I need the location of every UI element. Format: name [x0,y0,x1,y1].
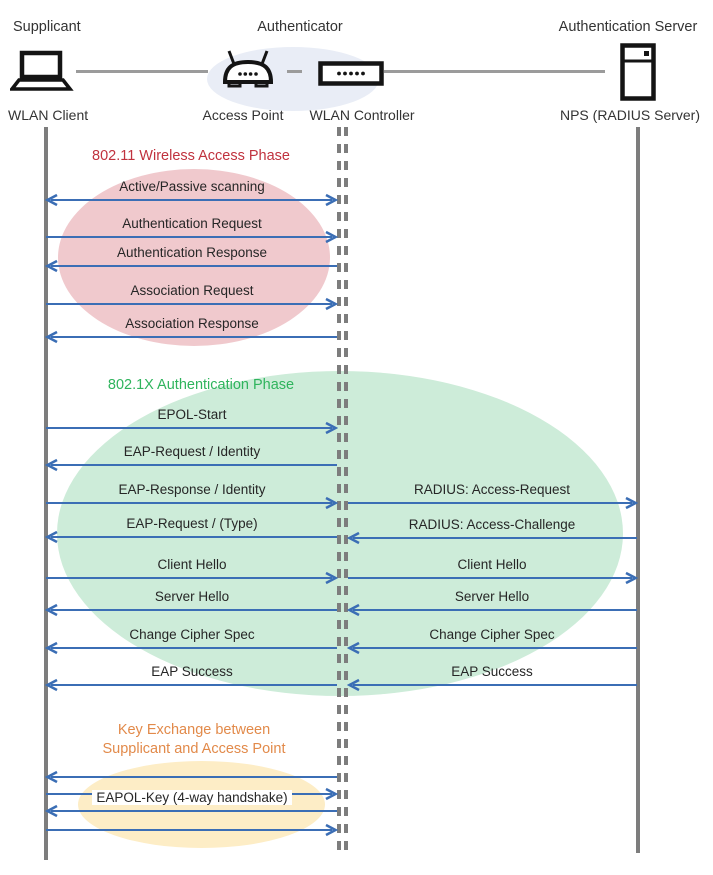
laptop-icon [10,50,74,91]
phase-title-wireless-access: 802.11 Wireless Access Phase [92,148,290,164]
lifeline-wlan-client [44,127,48,860]
phase-ellipse-wireless-access [58,169,330,346]
phase-title-dot1x-authentication: 802.1X Authentication Phase [107,377,295,393]
lifeline-wlan-controller-left [337,127,341,855]
phase-title-key-exchange-line2: Supplicant and Access Point [102,741,286,757]
phase-ellipse-key-exchange [78,761,325,848]
arrowhead-right-icon [325,823,338,837]
phase-title-key-exchange-line1: Key Exchange between [117,722,271,738]
device-label-wlan-controller: WLAN Controller [309,107,415,123]
link-controller-to-server [384,70,605,73]
phase-title-key-exchange: Key Exchange between Supplicant and Acce… [44,721,344,759]
link-client-to-ap [76,70,208,73]
arrowhead-right-icon [325,193,338,207]
lifeline-wlan-controller-right [344,127,348,855]
role-label-authenticator: Authenticator [257,19,343,35]
wireless-access-point-icon [222,50,274,88]
controller-box-icon [318,61,384,86]
arrowhead-right-icon [325,787,338,801]
lifeline-nps [636,127,640,853]
device-label-nps: NPS (RADIUS Server) [559,107,701,123]
role-label-supplicant: Supplicant [13,19,81,35]
device-label-wlan-client: WLAN Client [8,107,89,123]
arrowhead-right-icon [325,297,338,311]
device-label-access-point: Access Point [202,107,284,123]
server-icon [620,43,656,101]
link-ap-to-controller [287,70,302,73]
role-label-authentication-server: Authentication Server [558,19,698,35]
